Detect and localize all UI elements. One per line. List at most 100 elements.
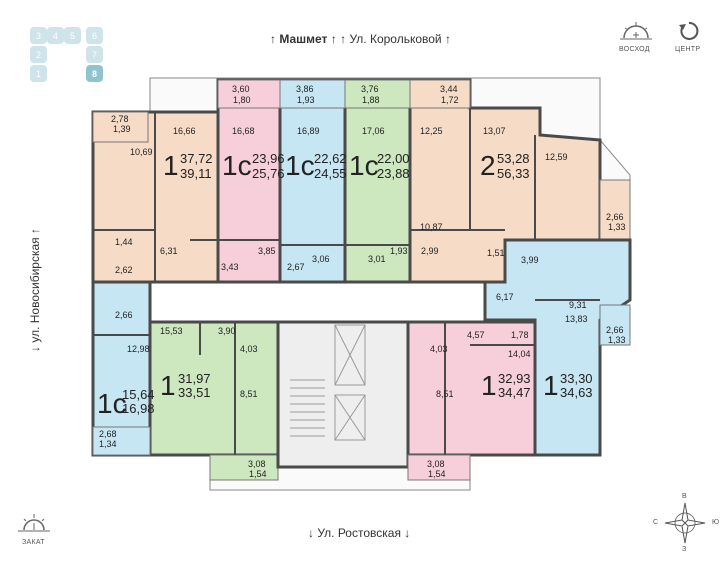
room-area: 3,01: [368, 254, 386, 264]
room-area: 1,34: [99, 439, 117, 449]
room-area: 2,99: [421, 246, 439, 256]
arrow-down-icon: ↓: [404, 526, 411, 540]
room-area: 3,44: [440, 84, 458, 94]
room-area: 3,90: [218, 326, 236, 336]
room-area: 1,72: [441, 95, 459, 105]
apt-6-living: 16,98: [122, 401, 155, 416]
room-area: 2,78: [111, 114, 129, 124]
room-area: 14,04: [508, 349, 531, 359]
room-area: 1,33: [608, 335, 626, 345]
apt-2-living: 25,76: [252, 166, 285, 181]
apt-8-total: 32,93: [498, 371, 531, 386]
room-area: 1,93: [297, 95, 315, 105]
room-area: 12,59: [545, 152, 568, 162]
apt-3-room[interactable]: [278, 78, 347, 284]
apt-5-total: 53,28: [497, 151, 530, 166]
arrow-down-icon: ↓: [308, 526, 314, 540]
apt-7-rooms: 1: [160, 370, 176, 401]
room-area: 8,51: [240, 389, 258, 399]
apt-2-room[interactable]: [216, 78, 282, 284]
apt-4-room[interactable]: [343, 78, 412, 284]
room-area: 3,06: [312, 254, 330, 264]
room-area: 16,89: [297, 126, 320, 136]
section-6[interactable]: 6: [86, 27, 103, 44]
section-1[interactable]: 1: [30, 65, 47, 82]
compass-e: Ю: [712, 519, 720, 526]
apt-9-total: 33,30: [560, 371, 593, 386]
room-area: 10,87: [420, 222, 443, 232]
room-area: 2,66: [606, 212, 624, 222]
room-area: 1,54: [428, 469, 446, 479]
room-area: 1,80: [233, 95, 251, 105]
apt-1-rooms: 1: [163, 150, 179, 181]
apt-1-total: 37,72: [180, 151, 213, 166]
sunset-icon: [18, 514, 50, 539]
room-area: 2,68: [99, 429, 117, 439]
section-5[interactable]: 5: [64, 27, 81, 44]
section-3[interactable]: 3: [30, 27, 47, 44]
apt-2-rooms: 1с: [222, 150, 252, 181]
room-area: 3,60: [232, 84, 250, 94]
room-area: 15,53: [160, 326, 183, 336]
apt-3-total: 22,62: [314, 151, 347, 166]
apt-8-living: 34,47: [498, 385, 531, 400]
room-area: 1,33: [608, 222, 626, 232]
apt-8-rooms: 1: [481, 370, 497, 401]
apt-5-rooms: 2: [480, 150, 496, 181]
room-area: 1,93: [390, 246, 408, 256]
center-label: ЦЕНТР: [675, 46, 701, 53]
room-area: 12,98: [127, 344, 150, 354]
section-4[interactable]: 4: [47, 27, 64, 44]
room-area: 1,44: [115, 237, 133, 247]
room-area-labels: 2,78 1,39 3,60 1,80 3,86 1,93 3,76 1,88 …: [99, 84, 626, 479]
room-area: 3,08: [248, 459, 266, 469]
room-area: 13,07: [483, 126, 506, 136]
sunrise-icon: [620, 20, 652, 47]
room-area: 12,25: [420, 126, 443, 136]
room-area: 9,31: [569, 300, 587, 310]
room-area: 17,06: [362, 126, 385, 136]
room-area: 3,76: [361, 84, 379, 94]
arrow-up-icon: ↑: [444, 32, 451, 46]
compass-rose-icon: [660, 498, 710, 553]
apt-labels: 1 37,72 39,11 1с 23,96 25,76 1с 22,62 24…: [97, 150, 593, 419]
apt-2-total: 23,96: [252, 151, 285, 166]
apt-4-total: 22,00: [377, 151, 410, 166]
room-area: 10,69: [130, 147, 153, 157]
center-icon[interactable]: [678, 20, 700, 47]
section-7[interactable]: 7: [86, 46, 103, 63]
room-area: 3,85: [258, 246, 276, 256]
section-2[interactable]: 2: [30, 46, 47, 63]
room-area: 3,08: [427, 459, 445, 469]
arrow-up-icon: ↑: [270, 32, 276, 46]
room-area: 4,03: [240, 344, 258, 354]
compass-n: В: [682, 493, 687, 500]
room-area: 3,99: [521, 255, 539, 265]
apt-7-total: 31,97: [178, 371, 211, 386]
room-area: 1,78: [511, 330, 529, 340]
room-area: 3,43: [221, 262, 239, 272]
sunset-label: ЗАКАТ: [22, 539, 45, 546]
apt-5-living: 56,33: [497, 166, 530, 181]
room-area: 1,54: [249, 469, 267, 479]
section-8[interactable]: 8: [86, 65, 103, 82]
apt-3-living: 24,55: [314, 166, 347, 181]
room-area: 2,67: [287, 262, 305, 272]
street-rostovskaya: Ул. Ростовская: [317, 526, 401, 540]
room-area: 1,39: [113, 124, 131, 134]
street-mashmet: Машмет: [279, 32, 328, 46]
apt-9-rooms: 1: [543, 370, 559, 401]
apt-6-total: 15,64: [122, 387, 155, 402]
room-area: 4,03: [430, 344, 448, 354]
room-area: 4,57: [467, 330, 485, 340]
room-area: 2,66: [115, 310, 133, 320]
compass-s: З: [682, 546, 687, 553]
apt-4-living: 23,88: [377, 166, 410, 181]
room-area: 1,88: [362, 95, 380, 105]
compass-w: С: [653, 519, 659, 526]
room-area: 3,86: [296, 84, 314, 94]
street-top: ↑ Машмет ↑ ↑ Ул. Корольковой ↑: [270, 32, 451, 46]
apt-7-living: 33,51: [178, 385, 211, 400]
street-bottom: ↓ Ул. Ростовская ↓: [308, 526, 410, 540]
